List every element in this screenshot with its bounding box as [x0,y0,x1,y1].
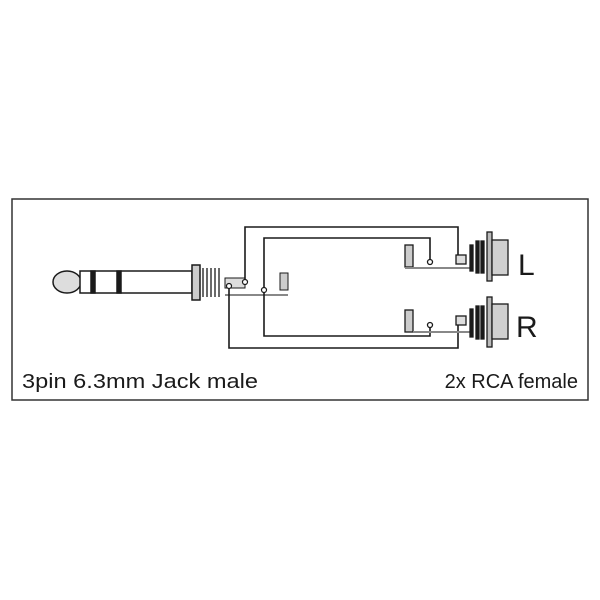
diagram-frame [11,198,589,401]
channel-left-label: L [518,249,535,282]
wires [228,226,459,349]
jack-description: 3pin 6.3mm Jack male [22,371,258,393]
channel-right-label: R [516,311,538,344]
rca-description: 2x RCA female [445,371,578,393]
jack-plug-icon [52,264,289,301]
rca-left-connector-icon [404,231,509,282]
rca-right-connector-icon [404,296,509,348]
